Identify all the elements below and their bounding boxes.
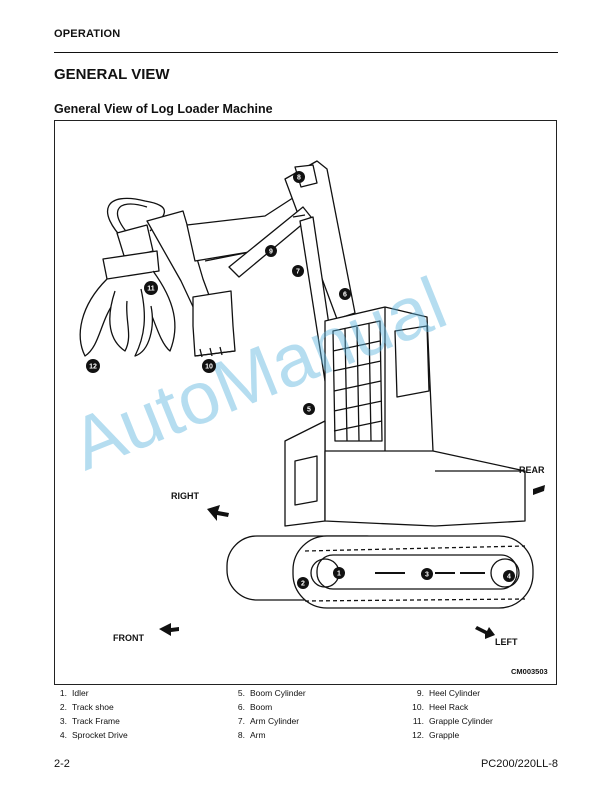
callout-12: 12 (86, 359, 100, 373)
svg-text:6: 6 (343, 292, 347, 299)
machine-illustration: AutoManual RIGHT REAR FRONT LEFT CM00350… (60, 160, 548, 676)
upper-structure-drawing (284, 420, 526, 527)
svg-text:12: 12 (89, 364, 97, 371)
front-arrow (159, 623, 179, 636)
svg-text:4: 4 (507, 574, 511, 581)
legend-item: 1.Idler (59, 688, 89, 698)
legend-item: 4.Sprocket Drive (59, 730, 128, 740)
callout-5: 5 (303, 403, 315, 415)
callout-4: 4 (503, 570, 515, 582)
svg-text:11: 11 (147, 286, 155, 293)
left-arrow (475, 626, 495, 639)
rear-arrow (533, 485, 545, 495)
legend-item: 6.Boom (237, 702, 273, 712)
callout-2: 2 (297, 577, 309, 589)
header-rule (54, 52, 558, 53)
callout-3: 3 (421, 568, 433, 580)
legend-item: 5.Boom Cylinder (237, 688, 306, 698)
right-arrow (207, 505, 229, 521)
figure-title: General View of Log Loader Machine (54, 102, 273, 116)
rear-label: REAR (519, 465, 545, 475)
svg-text:2: 2 (301, 581, 305, 588)
arm-drawing (146, 180, 328, 358)
legend-item: 11.Grapple Cylinder (412, 716, 493, 726)
callout-9: 9 (265, 245, 277, 257)
svg-text:9: 9 (269, 249, 273, 256)
legend-item: 7.Arm Cylinder (237, 716, 300, 726)
left-label: LEFT (495, 637, 518, 647)
footer-page-number: 2-2 (54, 758, 70, 770)
legend-item: 2.Track shoe (59, 702, 114, 712)
footer-model: PC200/220LL-8 (480, 758, 558, 770)
legend-item: 12.Grapple (412, 730, 460, 740)
callout-6: 6 (339, 288, 351, 300)
legend-item: 8.Arm (237, 730, 266, 740)
section-label: OPERATION (54, 28, 121, 40)
callout-1: 1 (333, 567, 345, 579)
page-title: GENERAL VIEW (54, 66, 170, 83)
svg-text:1: 1 (337, 571, 341, 578)
legend-item: 9.Heel Cylinder (416, 688, 481, 698)
callout-8: 8 (293, 171, 305, 183)
svg-text:10: 10 (205, 364, 213, 371)
svg-text:5: 5 (307, 407, 311, 414)
legend-item: 3.Track Frame (59, 716, 120, 726)
callout-10: 10 (202, 359, 216, 373)
svg-text:3: 3 (425, 572, 429, 579)
svg-text:8: 8 (297, 175, 301, 182)
front-label: FRONT (113, 633, 144, 643)
undercarriage-drawing (226, 535, 534, 609)
figure-code: CM003503 (511, 667, 548, 676)
callout-7: 7 (292, 265, 304, 277)
legend-item: 10.Heel Rack (412, 702, 469, 712)
figure-frame: AutoManual RIGHT REAR FRONT LEFT CM00350… (54, 120, 557, 685)
right-label: RIGHT (171, 491, 200, 501)
svg-text:7: 7 (296, 269, 300, 276)
callout-11: 11 (144, 281, 158, 295)
